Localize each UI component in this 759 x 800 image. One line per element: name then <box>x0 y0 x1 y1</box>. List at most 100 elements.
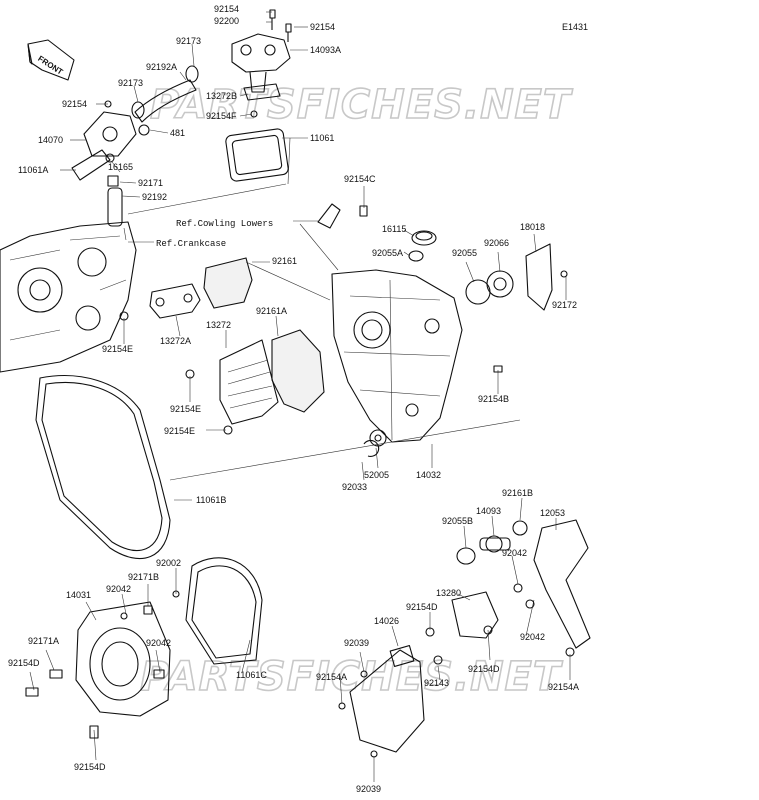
gasket-11061c <box>185 557 263 665</box>
crankcase <box>0 221 137 373</box>
part-label: 14093A <box>310 45 341 55</box>
part-label: 92042 <box>520 632 545 642</box>
part-label: 92154D <box>406 602 438 612</box>
part-label: 92192A <box>146 62 177 72</box>
ref-crankcase: Ref.Crankcase <box>156 239 226 249</box>
part-label: 92066 <box>484 238 509 248</box>
part-label: 92154A <box>548 682 579 692</box>
part-label: 12053 <box>540 508 565 518</box>
part-label: 92055 <box>452 248 477 258</box>
clip-92171 <box>107 175 119 187</box>
part-label: 11061 <box>310 133 334 143</box>
part-label: 11061A <box>18 165 48 175</box>
part-label: 92154 <box>62 99 87 109</box>
part-label: 92171 <box>138 178 163 188</box>
part-label: 13280 <box>436 588 461 598</box>
part-label: 14093 <box>476 506 501 516</box>
part-label: 481 <box>170 128 185 138</box>
part-label: 92154B <box>478 394 509 404</box>
bolt-top-b <box>285 23 292 42</box>
part-label: 92033 <box>342 482 367 492</box>
part-label: 92039 <box>344 638 369 648</box>
part-label: 14032 <box>416 470 441 480</box>
gasket-11061 <box>225 128 289 182</box>
seal-92161b <box>512 520 528 536</box>
part-label: 11061C <box>236 670 267 680</box>
circlip-92033 <box>363 439 380 457</box>
hose-92192a <box>134 79 197 123</box>
part-label: 92154E <box>164 426 195 436</box>
housing-13280 <box>451 591 499 639</box>
sprocket-cover-14026 <box>349 645 425 753</box>
part-label: 13272A <box>160 336 191 346</box>
gasket-11061b <box>35 375 171 560</box>
part-label: 92154E <box>170 404 201 414</box>
part-label: 92171B <box>128 572 159 582</box>
hose-92192 <box>107 187 123 227</box>
part-label: 92154E <box>102 344 133 354</box>
part-label: 92055B <box>442 516 473 526</box>
plate-92161 <box>203 257 253 309</box>
ref-cowling-lowers: Ref.Cowling Lowers <box>176 219 273 229</box>
part-label: 16115 <box>382 224 406 234</box>
o-ring-481 <box>138 124 150 136</box>
part-label: 92042 <box>502 548 527 558</box>
thermostat-housing <box>231 33 291 93</box>
part-label: 92002 <box>156 558 181 568</box>
part-label: 92154D <box>468 664 500 674</box>
cowling-bracket <box>317 203 341 229</box>
o-ring-92055a <box>408 250 424 262</box>
gasket-13272b <box>243 83 281 101</box>
gasket-13272a <box>149 283 201 319</box>
part-labels: 92154 92200 92154 92173 14093A 92192A 92… <box>8 4 579 794</box>
part-label: 14026 <box>374 616 399 626</box>
bolt-top-a <box>269 9 276 30</box>
watermark-bottom: PARTSFICHES.NET <box>140 654 563 700</box>
part-label: 92154A <box>316 672 347 682</box>
part-label: 92161B <box>502 488 533 498</box>
part-label: 92154D <box>8 658 40 668</box>
bracket-12053 <box>533 519 591 649</box>
bearing-92066 <box>486 270 514 298</box>
part-label: 92154F <box>206 111 237 121</box>
part-label: 92154 <box>310 22 335 32</box>
part-label: 92055A <box>372 248 403 258</box>
part-label: 52005 <box>364 470 389 480</box>
clutch-cover-14032 <box>331 269 463 443</box>
part-label: 92173 <box>176 36 201 46</box>
part-label: 14070 <box>38 135 63 145</box>
part-label: 16165 <box>108 162 133 172</box>
water-pipe-14070 <box>83 111 137 157</box>
plate-92161a <box>271 329 325 413</box>
part-label: 92192 <box>142 192 167 202</box>
o-ring-16165 <box>105 153 115 163</box>
part-label: 92171A <box>28 636 59 646</box>
leader-lines <box>29 11 571 782</box>
part-label: 11061B <box>196 495 226 505</box>
part-label: 13272B <box>206 91 237 101</box>
part-label: 92161 <box>272 256 297 266</box>
front-arrow-icon: FRONT <box>27 39 75 81</box>
part-label: 13272 <box>206 320 231 330</box>
o-ring-92055b <box>456 547 476 565</box>
diagram-code: E1431 <box>562 22 588 32</box>
part-label: 92042 <box>146 638 171 648</box>
hardware <box>25 100 575 758</box>
part-label: 92154 <box>214 4 239 14</box>
watermark-top: PARTSFICHES.NET <box>150 82 573 128</box>
part-label: 18018 <box>520 222 545 232</box>
plug-16115 <box>411 230 437 246</box>
part-label: 92143 <box>424 678 449 688</box>
part-label: 92154C <box>344 174 376 184</box>
part-label: 92172 <box>552 300 577 310</box>
part-label: 92200 <box>214 16 239 26</box>
part-label: 92042 <box>106 584 131 594</box>
part-label: 92039 <box>356 784 381 794</box>
part-label: 92173 <box>118 78 143 88</box>
generator-cover-14031 <box>75 601 171 717</box>
gasket-11061a <box>71 149 111 181</box>
part-label: 92161A <box>256 306 287 316</box>
cover-13272 <box>219 339 279 425</box>
part-label: 92154D <box>74 762 106 772</box>
